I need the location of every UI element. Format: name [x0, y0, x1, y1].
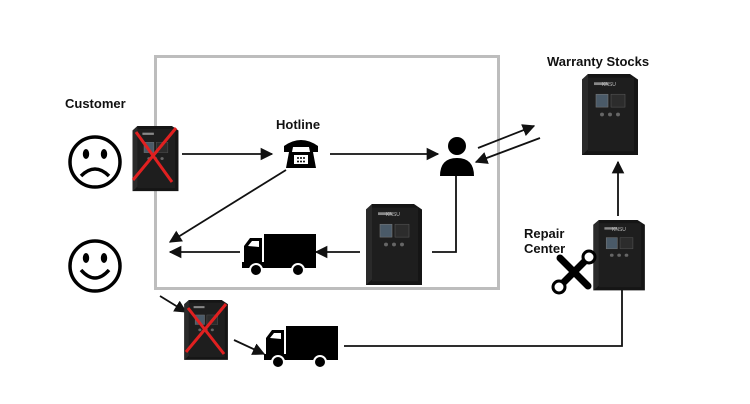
warranty-stock-ups-device-icon: KNSU — [581, 73, 639, 156]
faulty-ups-device-icon — [183, 299, 229, 361]
device-brand: KNSU — [612, 227, 626, 233]
customer-label: Customer — [65, 96, 126, 111]
happy-face-icon — [68, 239, 122, 293]
repair-center-label-line2: Center — [524, 241, 566, 256]
service-agent-icon — [440, 137, 474, 176]
device-brand: KNSU — [602, 82, 616, 88]
device-brand: KNSU — [386, 212, 400, 218]
delivery-truck-icon — [241, 233, 317, 277]
arrow-faulty-device-to-truck — [233, 339, 266, 355]
agent-to-device-line — [432, 176, 457, 253]
arrow-hotline-to-customer — [168, 169, 287, 243]
arrow-agent-to-warranty — [477, 124, 536, 149]
repair-center-label-line1: Repair — [524, 226, 565, 241]
telephone-icon — [284, 140, 318, 168]
delivery-truck-icon — [263, 325, 339, 369]
faulty-ups-device-icon — [131, 125, 179, 192]
line-truck-to-repair-center — [344, 290, 623, 347]
repair-center-label: Repair Center — [524, 226, 565, 256]
arrow-warranty-to-agent — [474, 137, 541, 164]
replacement-ups-device-icon: KNSU — [365, 203, 423, 286]
repair-tools-icon — [551, 249, 597, 295]
red-cross-icon — [184, 303, 228, 353]
sad-face-icon — [68, 135, 122, 189]
red-cross-icon — [131, 127, 178, 181]
hotline-label: Hotline — [276, 117, 321, 132]
arrow-customer-to-faulty-device — [159, 295, 188, 313]
repair-center-ups-device-icon: KNSU — [592, 219, 646, 291]
warranty-stocks-label: Warranty Stocks — [547, 54, 650, 69]
